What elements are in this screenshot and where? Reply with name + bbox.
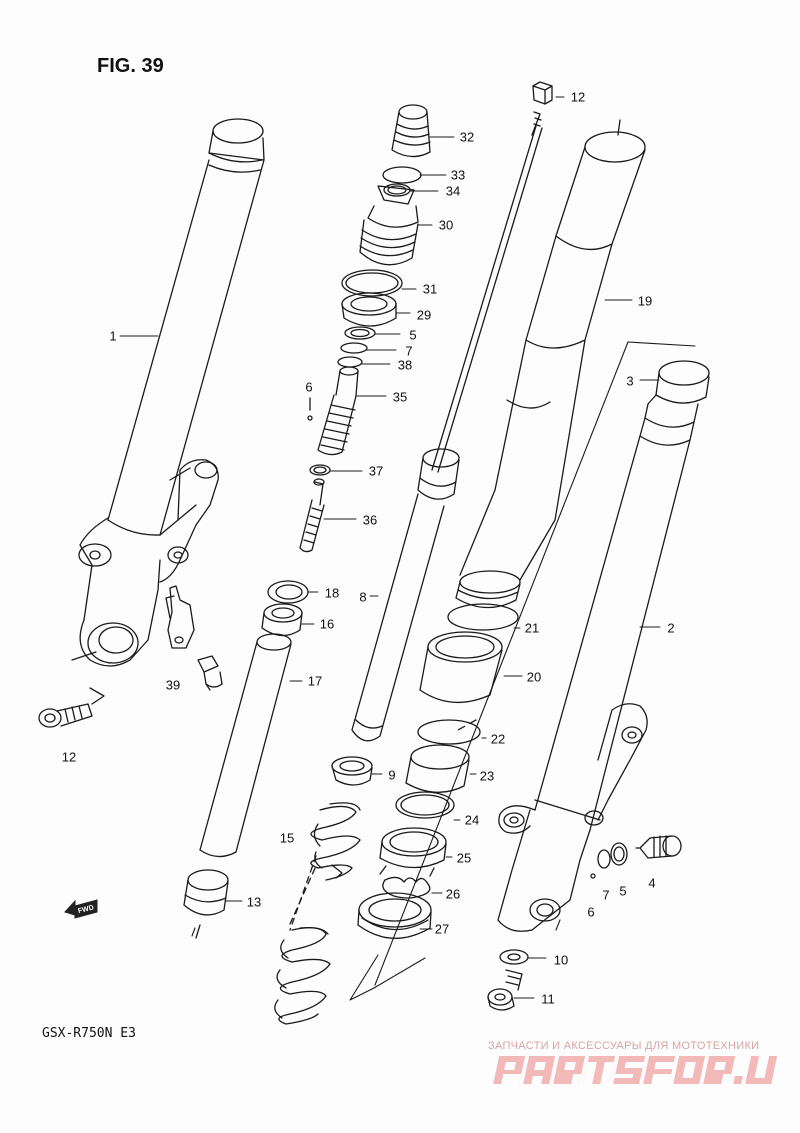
callout-28: 29 <box>416 307 432 323</box>
callout-31: 32 <box>459 129 475 145</box>
o-ring-32 <box>383 167 421 183</box>
washer-18 <box>268 581 308 603</box>
oil-lock-piece-13 <box>184 870 228 938</box>
callout-3: 3 <box>626 373 634 389</box>
washer-10 <box>500 950 528 964</box>
bushing-21 <box>448 604 518 630</box>
callout-10: 10 <box>553 952 569 968</box>
o-ring-7 <box>341 343 367 353</box>
bushing-seat <box>456 571 520 608</box>
spacer-tube-17 <box>200 634 291 857</box>
callout-30: 31 <box>422 281 438 297</box>
callout-27: 27 <box>434 921 450 937</box>
oil-seal-25 <box>380 828 446 868</box>
o-ring-7-right <box>598 850 610 868</box>
callout-17: 17 <box>307 673 323 689</box>
seal-spacer-24 <box>396 792 454 818</box>
damper-rod-35 <box>300 479 324 552</box>
callout-5-lower: 5 <box>619 883 627 899</box>
watermark-tagline: ЗАПЧАСТИ И АКСЕССУАРЫ ДЛЯ МОТОТЕХНИКИ <box>488 1040 760 1052</box>
damping-adjuster-4 <box>636 836 681 858</box>
washer-22 <box>418 720 480 744</box>
bracket-bolt <box>198 656 222 690</box>
callout-20: 20 <box>526 669 542 685</box>
washer-5 <box>345 327 375 339</box>
callout-15: 15 <box>279 830 295 846</box>
callout-7-lower: 7 <box>602 887 610 903</box>
callout-32: 33 <box>450 167 466 183</box>
assembly-group-lines <box>192 342 695 1000</box>
callout-36: 37 <box>368 463 384 479</box>
fwd-label: FWD <box>77 904 94 915</box>
oil-lock-16 <box>262 604 302 636</box>
inner-fork-tube-19 <box>460 120 645 580</box>
callout-5-upper: 5 <box>409 327 417 343</box>
callout-13: 13 <box>246 894 262 910</box>
callout-35: 36 <box>362 512 378 528</box>
callout-22: 22 <box>490 731 506 747</box>
fork-spring-lower <box>275 928 330 1024</box>
callout-19: 19 <box>637 293 653 309</box>
bolt-11 <box>488 970 522 1010</box>
forward-direction-icon: FWD <box>63 898 99 920</box>
damper-cylinder-8 <box>352 449 459 741</box>
model-code: GSX-R750N E3 <box>42 1026 136 1041</box>
right-fork-outer-tube <box>498 361 709 931</box>
callout-6-lower: 6 <box>587 904 595 920</box>
ring-37 <box>336 357 362 396</box>
callout-12: 12 <box>61 749 77 765</box>
damper-rod-34 <box>318 395 356 455</box>
callout-18: 18 <box>324 585 340 601</box>
fork-spring-upper <box>311 803 360 880</box>
damper-rod-long <box>432 112 542 472</box>
dust-seal-27 <box>358 893 431 938</box>
callout-33: 34 <box>445 183 461 199</box>
callout-8: 8 <box>359 589 367 605</box>
o-ring-6-right <box>590 873 596 879</box>
left-fork-outer-tube <box>79 119 264 666</box>
callout-29: 30 <box>438 217 454 233</box>
callout-38: 39 <box>165 677 181 693</box>
fork-cap-29 <box>360 186 418 265</box>
damper-cap-bolt <box>392 105 430 157</box>
circlip-33 <box>384 184 410 196</box>
oil-lock-9 <box>332 757 372 785</box>
callout-9: 9 <box>388 767 396 783</box>
spring-dashes <box>290 856 316 930</box>
assembly-dashes <box>458 720 476 730</box>
callout-23: 23 <box>479 768 495 784</box>
callout-11: 11 <box>541 991 555 1007</box>
slide-bushing-20 <box>420 632 502 702</box>
callout-2: 2 <box>667 620 675 636</box>
parts-for-logo-icon <box>493 1056 778 1084</box>
callout-4: 4 <box>648 875 656 891</box>
callout-25: 25 <box>456 850 472 866</box>
callout-1: 1 <box>109 328 117 344</box>
brake-hose-bracket <box>166 586 194 648</box>
callout-7-upper: 7 <box>405 343 413 359</box>
callout-leader-lines <box>120 97 660 998</box>
callout-34: 35 <box>392 389 408 405</box>
ring-36 <box>310 465 330 475</box>
callout-26: 26 <box>445 886 461 902</box>
callout-21: 21 <box>524 620 540 636</box>
stopper-ring-26 <box>380 866 434 898</box>
figure-title: FIG. 39 <box>97 55 164 77</box>
callout-24: 24 <box>464 812 480 828</box>
callout-16: 16 <box>319 616 335 632</box>
callout-37: 38 <box>397 357 413 373</box>
small-o-ring-6 <box>307 398 313 421</box>
spacer-28 <box>342 293 396 326</box>
callout-6-upper: 6 <box>305 379 313 395</box>
callout-14: 12 <box>570 89 586 105</box>
axle-pinch-bolt <box>39 652 104 727</box>
top-nut-14 <box>533 82 552 104</box>
o-ring-30 <box>342 270 402 296</box>
washer-5-right <box>611 843 627 865</box>
